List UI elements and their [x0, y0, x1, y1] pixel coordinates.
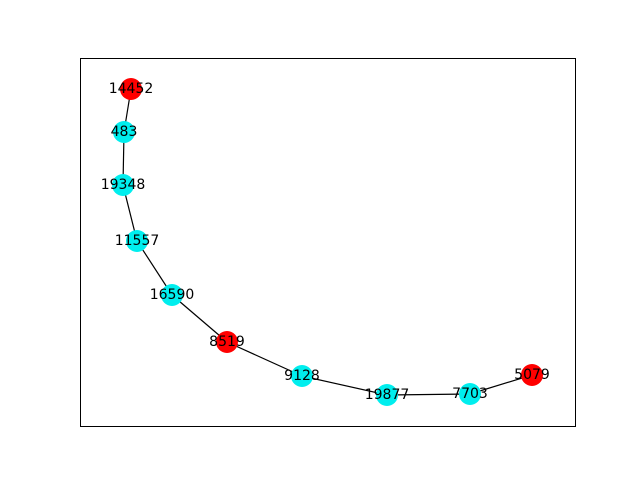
node-14452: [120, 78, 142, 100]
node-9128: [291, 365, 313, 387]
edge-8519-9128: [226, 341, 303, 377]
node-19348: [112, 174, 134, 196]
nodes-layer: 14452 483 19348 11557 16590 8519 9128 19877 7703…: [101, 78, 550, 406]
node-8519: [216, 331, 238, 353]
node-label-16590: 16590: [150, 287, 195, 303]
node-label-19877: 19877: [365, 387, 410, 403]
node-5079: [521, 364, 543, 386]
node-label-14452: 14452: [109, 81, 154, 97]
node-19877: [376, 384, 398, 406]
plot-frame: [80, 58, 576, 427]
node-label-5079: 5079: [514, 367, 550, 383]
node-483: [113, 121, 135, 143]
node-label-7703: 7703: [452, 386, 488, 402]
node-label-483: 483: [111, 124, 138, 140]
node-label-8519: 8519: [209, 334, 245, 350]
node-label-11557: 11557: [115, 233, 160, 249]
node-label-19348: 19348: [101, 177, 146, 193]
node-7703: [459, 383, 481, 405]
node-11557: [126, 230, 148, 252]
edge-9128-19877: [301, 375, 388, 396]
edge-19877-7703: [386, 393, 471, 396]
node-label-9128: 9128: [284, 368, 320, 384]
edge-16590-8519: [171, 294, 228, 343]
edges-layer: [122, 88, 533, 396]
node-16590: [161, 284, 183, 306]
